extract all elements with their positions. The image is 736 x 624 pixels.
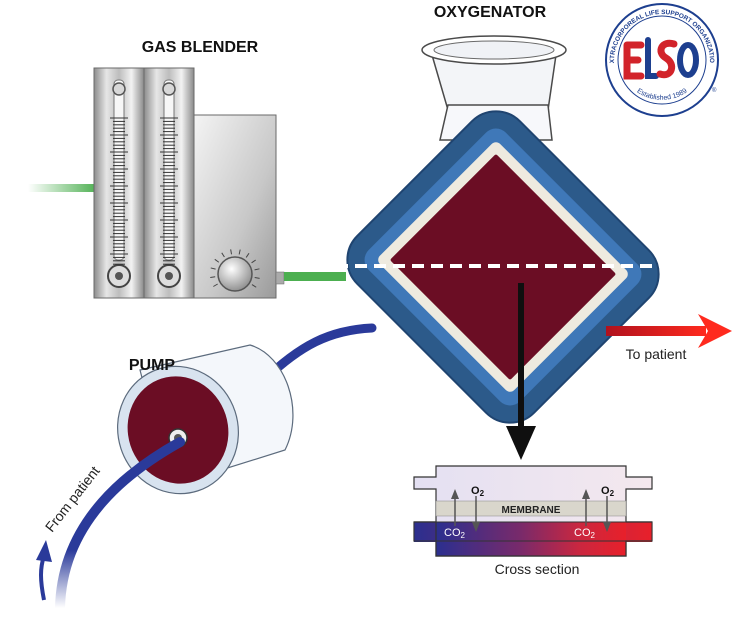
cross-section: MEMBRANE O2 CO2 O2 CO2 (413, 465, 653, 557)
knob-tick (238, 249, 241, 255)
knob-tick (210, 267, 216, 270)
co2-right-label: CO2 (574, 527, 596, 540)
gas-inlet-line (28, 184, 98, 192)
knob-tick (245, 252, 250, 258)
svg-text:®: ® (712, 87, 717, 94)
to-patient-arrow (606, 314, 732, 348)
from-patient-label: From patient (42, 463, 103, 535)
pump-label: PUMP (129, 357, 176, 374)
knob-tick (254, 268, 260, 271)
o2-right-label: O2 (601, 485, 615, 498)
right-gas-exchange-arrows (582, 489, 611, 532)
logo-letters-mark (623, 37, 699, 80)
to-patient-label: To patient (626, 346, 687, 362)
co2-left-label: CO2 (444, 527, 466, 540)
blender-knob (210, 249, 260, 292)
knob-tick (210, 276, 216, 278)
section-arrow (506, 283, 536, 460)
knob-tick (213, 283, 218, 287)
from-patient-tube (55, 437, 185, 613)
flowmeter-left (107, 79, 131, 288)
oxygenator (346, 35, 660, 424)
knob-tick (251, 259, 257, 264)
from-patient-arrow (36, 540, 52, 601)
knob-tick (251, 284, 257, 288)
o2-left-label: O2 (471, 485, 485, 498)
gas-line-to-oxygenator (284, 272, 346, 281)
membrane-label: MEMBRANE (502, 505, 561, 516)
knob-tick (214, 258, 220, 263)
oxygenator-label: OXYGENATOR (434, 4, 547, 21)
cross-section-label: Cross section (495, 561, 580, 577)
gas-blender (93, 67, 285, 299)
knob-tick (230, 249, 233, 255)
left-gas-exchange-arrows (451, 489, 480, 532)
membrane (435, 500, 627, 517)
flowmeter-right (157, 79, 181, 288)
knob-tick (221, 252, 225, 258)
knob-tick (254, 276, 260, 279)
gas-blender-label: GAS BLENDER (142, 39, 259, 56)
